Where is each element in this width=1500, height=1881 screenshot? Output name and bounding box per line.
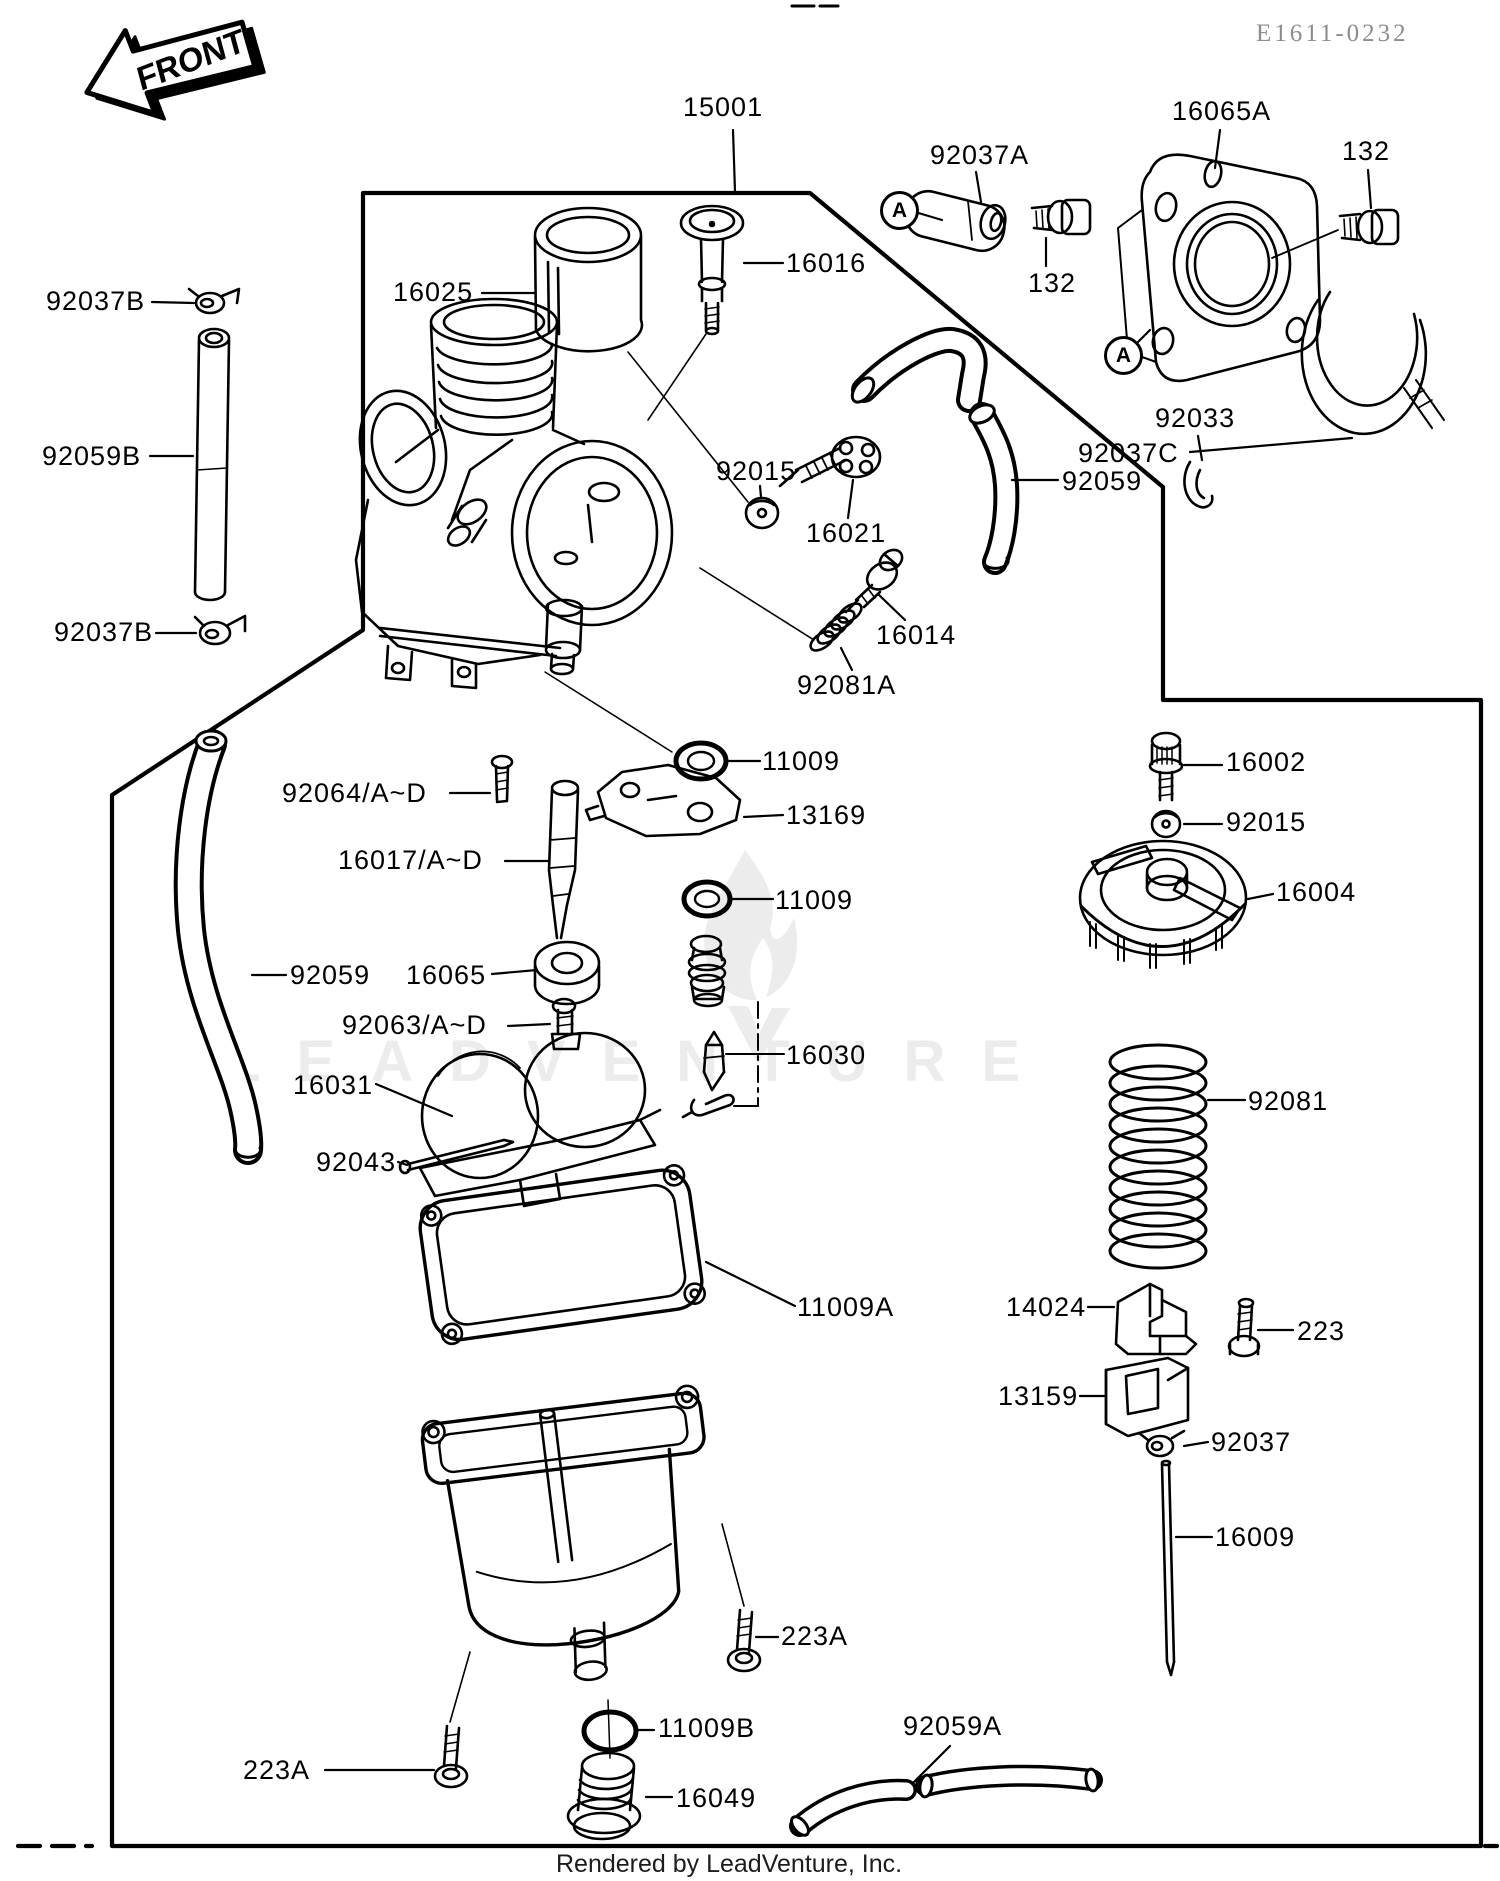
part-label-16025: 16025 — [393, 277, 474, 307]
detail-marker-a-flange: A — [1104, 336, 1143, 375]
rubber-cap-and-bolt — [904, 189, 1092, 253]
part-label-14024: 14024 — [1006, 1292, 1087, 1322]
part-label-132-right: 132 — [1342, 136, 1391, 166]
part-label-16014: 16014 — [876, 620, 957, 650]
part-label-16009: 16009 — [1215, 1522, 1296, 1552]
part-label-16021: 16021 — [806, 518, 887, 548]
cap-and-plunger — [533, 204, 745, 421]
part-label-92037B-bottom: 92037B — [54, 617, 154, 647]
diagram-boundary — [15, 4, 1500, 1849]
part-label-16031: 16031 — [293, 1070, 374, 1100]
part-label-223A-left: 223A — [243, 1755, 311, 1785]
part-label-11009-a: 11009 — [762, 746, 841, 776]
part-label-92037A: 92037A — [930, 140, 1030, 170]
part-label-16049: 16049 — [676, 1783, 757, 1813]
part-label-92033: 92033 — [1155, 403, 1236, 433]
part-label-16065A: 16065A — [1172, 96, 1272, 126]
part-label-92081A: 92081A — [797, 670, 897, 700]
part-label-223: 223 — [1297, 1316, 1346, 1346]
part-label-11009B: 11009B — [658, 1713, 756, 1743]
part-label-16002: 16002 — [1226, 747, 1307, 777]
part-label-13159: 13159 — [998, 1381, 1079, 1411]
part-label-132-left: 132 — [1028, 268, 1077, 298]
part-label-16030: 16030 — [786, 1040, 867, 1070]
intake-holder-drawing — [1117, 153, 1445, 509]
part-label-92037B-top: 92037B — [46, 286, 146, 316]
part-label-92043: 92043 — [316, 1147, 397, 1177]
part-label-92059B: 92059B — [42, 441, 142, 471]
part-label-223A-right: 223A — [781, 1621, 849, 1651]
part-label-92037: 92037 — [1211, 1427, 1292, 1457]
part-label-16017: 16017/A~D — [338, 845, 483, 875]
part-label-92015-a: 92015 — [716, 456, 797, 486]
part-label-92059A: 92059A — [903, 1711, 1003, 1741]
float-and-gasket — [398, 1031, 706, 1346]
part-label-92015-b: 92015 — [1226, 807, 1307, 837]
part-label-16016: 16016 — [786, 248, 867, 278]
leadventure-watermark: LEADVENTURE — [225, 1029, 1057, 1094]
left-tubes-and-clamps — [173, 287, 264, 1165]
part-label-92063: 92063/A~D — [342, 1010, 487, 1040]
detail-marker-a-top: A — [880, 191, 919, 230]
adjuster-and-air-screw — [744, 435, 904, 652]
jet-needle-column — [490, 740, 785, 1119]
part-label-16004: 16004 — [1276, 877, 1357, 907]
float-bowl-drawing — [420, 1384, 1103, 1841]
vent-hose-right — [850, 326, 1020, 575]
front-arrow: FRONT — [84, 19, 266, 121]
part-label-11009-b: 11009 — [775, 885, 854, 915]
part-label-15001: 15001 — [683, 92, 764, 122]
right-column-parts — [1078, 731, 1261, 1677]
part-label-92081: 92081 — [1248, 1086, 1329, 1116]
part-label-92059-right: 92059 — [1062, 466, 1143, 496]
part-label-11009A: 11009A — [797, 1292, 895, 1322]
part-label-16065: 16065 — [406, 960, 487, 990]
leader-lines — [148, 128, 1373, 1799]
carburetor-body-drawing — [354, 297, 815, 753]
diagram-code: E1611-0232 — [1256, 20, 1409, 47]
part-label-92064: 92064/A~D — [282, 778, 427, 808]
part-label-13169: 13169 — [786, 800, 867, 830]
part-label-92059-left: 92059 — [290, 960, 371, 990]
rendered-by-caption: Rendered by LeadVenture, Inc. — [556, 1850, 903, 1878]
part-label-92037C: 92037C — [1078, 438, 1179, 468]
